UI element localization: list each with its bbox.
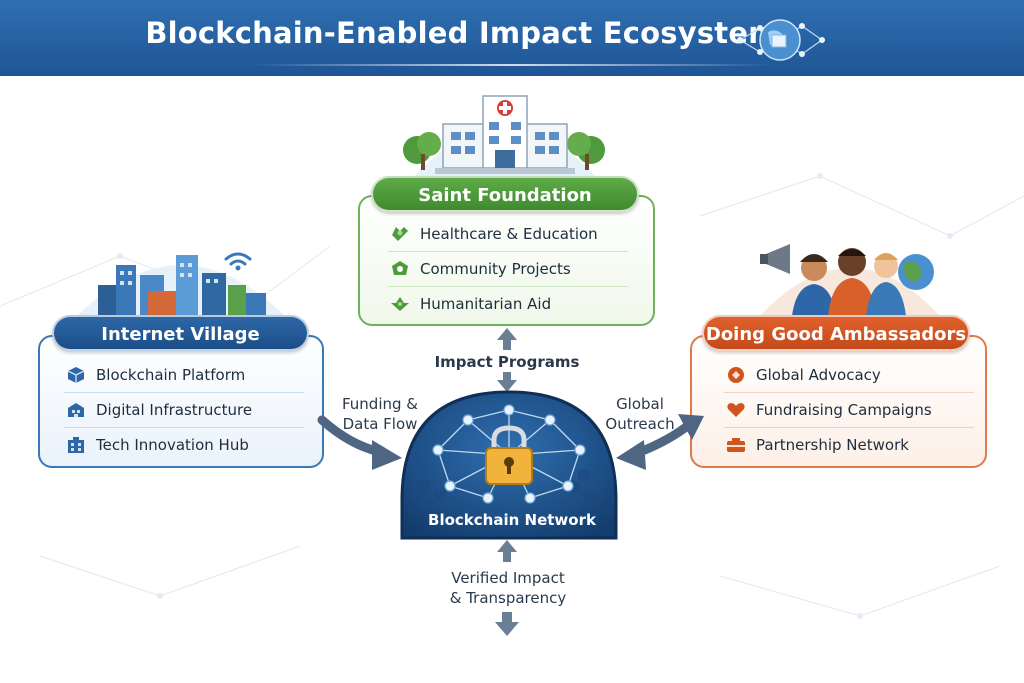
list-item-label: Fundraising Campaigns	[756, 401, 932, 419]
funding-flow-line2: Data Flow	[342, 415, 418, 433]
background-network-lines	[0, 173, 1024, 619]
list-item: Humanitarian Aid	[388, 287, 628, 321]
list-item: Global Advocacy	[724, 358, 974, 392]
header-underline	[250, 64, 774, 66]
list-item: Partnership Network	[724, 428, 974, 462]
list-item: Tech Innovation Hub	[64, 428, 304, 462]
partnership-icon	[724, 435, 748, 455]
list-item: Healthcare & Education	[388, 217, 628, 251]
arrow-network-verified	[495, 540, 519, 636]
list-item-label: Digital Infrastructure	[96, 401, 253, 419]
list-item: Community Projects	[388, 252, 628, 286]
divider	[388, 286, 628, 287]
city-skyline-illustration	[78, 252, 284, 315]
hands-heart-icon	[388, 224, 412, 244]
building-network-icon	[64, 400, 88, 420]
verified-impact-label: Verified Impact & Transparency	[420, 568, 596, 608]
divider	[64, 392, 304, 393]
list-item-label: Tech Innovation Hub	[96, 436, 249, 454]
ambassadors-card: Global Advocacy Fundraising Campaigns Pa…	[690, 335, 987, 468]
padlock-icon	[485, 425, 533, 485]
divider	[64, 427, 304, 428]
divider	[724, 427, 974, 428]
hospital-building-illustration	[403, 95, 605, 176]
list-item-label: Community Projects	[420, 260, 571, 278]
innovation-hub-icon	[64, 435, 88, 455]
page-title: Blockchain-Enabled Impact Ecosystem	[145, 16, 779, 50]
list-item-label: Healthcare & Education	[420, 225, 598, 243]
advocacy-icon	[724, 365, 748, 385]
cube-icon	[64, 365, 88, 385]
global-outreach-line2: Outreach	[605, 415, 675, 433]
saint-foundation-title: Saint Foundation	[371, 176, 639, 212]
aid-hands-icon	[388, 294, 412, 314]
header-bar	[0, 0, 1024, 76]
list-item: Fundraising Campaigns	[724, 393, 974, 427]
internet-village-title: Internet Village	[52, 315, 309, 351]
list-item-label: Blockchain Platform	[96, 366, 246, 384]
blockchain-network-dome	[400, 390, 618, 540]
impact-programs-label: Impact Programs	[434, 353, 580, 371]
globe-network-icon	[737, 19, 825, 61]
list-item: Blockchain Platform	[64, 358, 304, 392]
ambassadors-people-illustration	[760, 244, 940, 316]
funding-flow-line1: Funding &	[341, 395, 418, 413]
list-item-label: Global Advocacy	[756, 366, 881, 384]
divider	[388, 251, 628, 252]
verified-impact-line2: & Transparency	[449, 589, 567, 607]
list-item-label: Partnership Network	[756, 436, 909, 454]
heart-hand-icon	[724, 400, 748, 420]
verified-impact-line1: Verified Impact	[451, 569, 565, 587]
arrow-saint-network	[497, 328, 517, 392]
list-item-label: Humanitarian Aid	[420, 295, 552, 313]
global-outreach-line1: Global	[616, 395, 664, 413]
funding-flow-label: Funding & Data Flow	[330, 394, 430, 434]
ambassadors-title: Doing Good Ambassadors	[702, 315, 970, 351]
list-item: Digital Infrastructure	[64, 393, 304, 427]
internet-village-card: Blockchain Platform Digital Infrastructu…	[38, 335, 324, 468]
divider	[724, 392, 974, 393]
global-outreach-label: Global Outreach	[590, 394, 690, 434]
community-circle-icon	[388, 259, 412, 279]
blockchain-network-title: Blockchain Network	[428, 511, 596, 529]
